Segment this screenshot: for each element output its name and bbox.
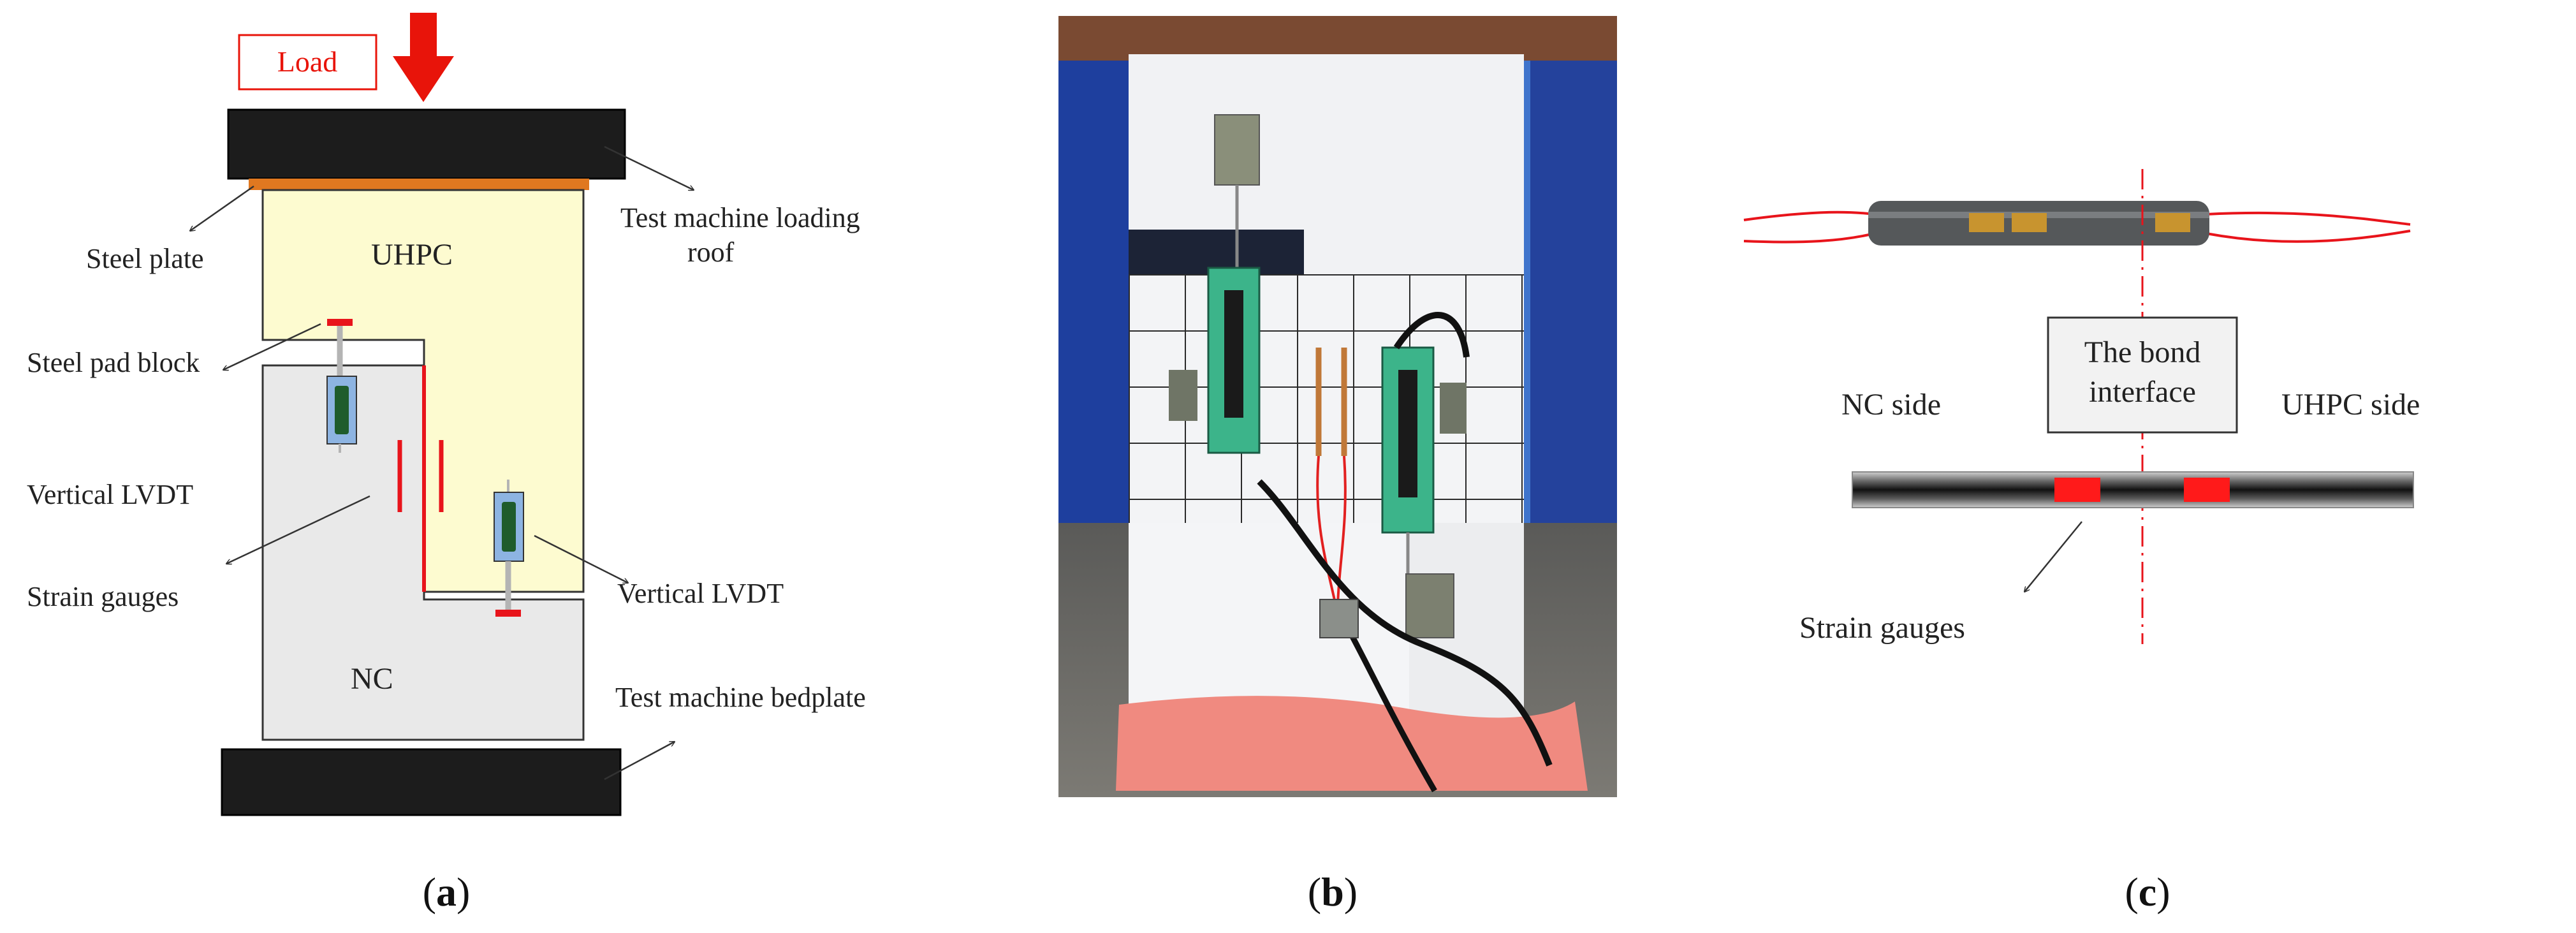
roof-leader-arrow (604, 145, 694, 190)
photo-connector (1319, 599, 1359, 638)
photo-lvdt-right-window (1398, 370, 1417, 497)
label-bedplate: Test machine bedplate (615, 682, 866, 713)
caption-b: (b) (1308, 869, 1358, 915)
lead-wire-right-1 (2206, 211, 2411, 226)
photo-lvdt-left-window (1224, 290, 1243, 418)
label-uhpc: UHPC (371, 238, 453, 272)
label-steel-plate: Steel plate (86, 243, 204, 274)
label-vertical-lvdt-right: Vertical LVDT (617, 578, 784, 609)
label-nc: NC (351, 662, 393, 696)
photo-cable-2 (1393, 312, 1470, 358)
label-vertical-lvdt-left: Vertical LVDT (27, 479, 193, 510)
label-strain-gauges: Strain gauges (27, 581, 179, 612)
lead-wire-right-2 (2206, 230, 2411, 243)
loading-head-top (1058, 16, 1617, 61)
schematic-gauge-left (2054, 478, 2100, 502)
photo-gauge-wires (1316, 455, 1347, 606)
bond-interface-line2: interface (2089, 375, 2196, 409)
load-label: Load (277, 45, 338, 78)
steel-pad-block-top (327, 319, 353, 326)
bedplate-leader-arrow (604, 742, 675, 781)
photo-bottom-bracket (1405, 573, 1454, 638)
caption-c-letter: c (2139, 869, 2156, 915)
loading-roof-plate (227, 108, 626, 180)
steel-plate (249, 179, 589, 190)
bedplate (221, 748, 622, 816)
rebar-gauge-1 (1969, 213, 2004, 232)
label-roof-line2: roof (687, 237, 735, 268)
caption-c: (c) (2125, 869, 2170, 915)
specimen-step-shadow (1129, 230, 1304, 274)
panel-a: Load Steel plate UHPC Test machine loadi… (27, 13, 866, 915)
photo-cable-1 (1257, 479, 1553, 767)
load-label-box (238, 34, 377, 91)
strain-gauges-leader-arrow (226, 495, 370, 564)
caption-a-letter: a (436, 869, 457, 915)
uhpc-side-label: UHPC side (2281, 388, 2420, 422)
pad-block-leader-arrow (223, 323, 321, 370)
lead-wire-left-2 (1743, 232, 1875, 244)
lvdt-left-core (335, 386, 349, 434)
rebar-gauge-3 (2155, 213, 2190, 232)
photo-top-bracket (1214, 114, 1260, 186)
bond-interface-line1: The bond (2084, 335, 2201, 369)
pink-sealant-base (1116, 696, 1588, 791)
strain-gauges-label-c: Strain gauges (1799, 611, 1965, 645)
steel-pad-block-bottom (495, 610, 521, 617)
steel-plate-leader-arrow (190, 185, 254, 231)
caption-b-letter: b (1321, 869, 1344, 915)
schematic-gauge-right (2184, 478, 2230, 502)
bond-interface-box (2047, 316, 2238, 434)
panel-b-photo: (b) (1058, 16, 1617, 915)
lead-wire-left-1 (1743, 210, 1875, 221)
label-roof-line1: Test machine loading (620, 202, 860, 233)
rebar-schematic (1852, 471, 2414, 508)
photo-left-clamp (1169, 370, 1197, 421)
label-steel-pad-block: Steel pad block (27, 347, 200, 378)
panel-c: The bond interface NC side UHPC side Str… (1743, 169, 2420, 915)
nc-side-label: NC side (1841, 388, 1941, 422)
strain-gauges-leader-arrow-c (2024, 521, 2082, 592)
lvdt-right-core (502, 502, 516, 552)
lvdt-right-leader-arrow (534, 534, 628, 583)
load-arrow-icon (393, 13, 454, 102)
photo-right-clamp (1440, 383, 1467, 434)
caption-a: (a) (423, 869, 471, 915)
rebar-gauge-2 (2012, 213, 2047, 232)
